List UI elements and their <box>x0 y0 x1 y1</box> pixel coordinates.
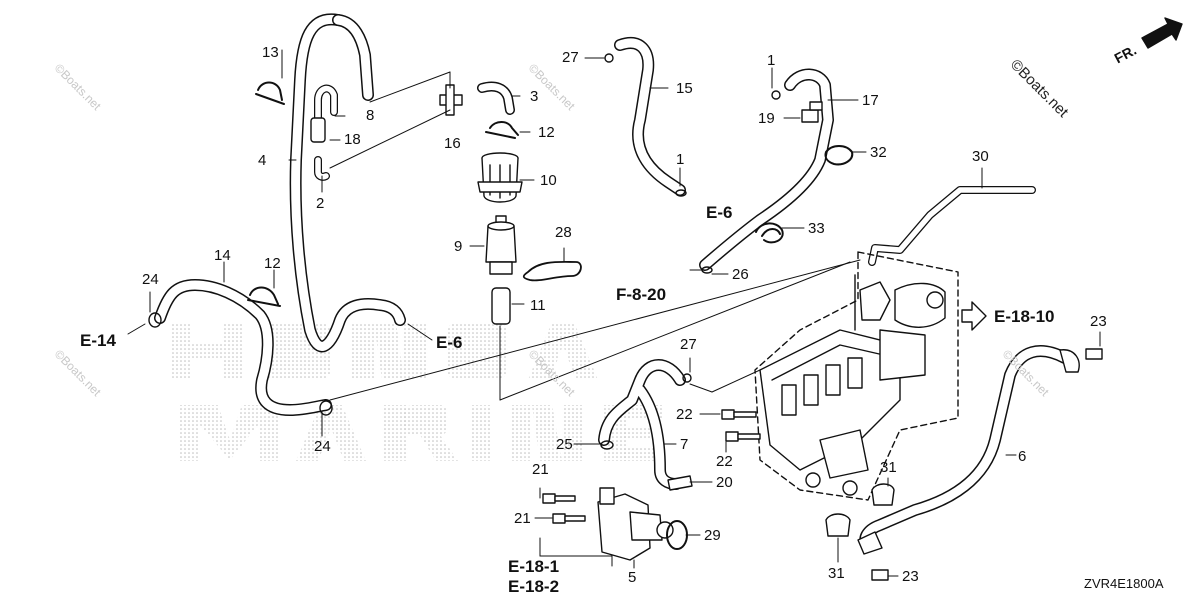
label-part-12-lower: 12 <box>264 255 281 272</box>
label-part-25: 25 <box>556 436 573 453</box>
background-honda-marine-logo <box>170 322 664 461</box>
vapor-separator-assembly <box>759 274 946 496</box>
label-part-27-upper: 27 <box>562 49 579 66</box>
label-part-23-upper: 23 <box>1090 313 1107 330</box>
ref-f-8-20[interactable]: F-8-20 <box>616 285 667 304</box>
bolt-part-21-lower <box>552 513 586 524</box>
clamp-part-13 <box>255 81 285 105</box>
label-part-4: 4 <box>258 152 267 169</box>
joint-part-19 <box>801 101 823 123</box>
label-part-31-right: 31 <box>880 459 897 476</box>
fuel-filter-part-9 <box>485 215 517 275</box>
clamp-part-24-lower <box>319 400 333 416</box>
fitting-part-6-top <box>1059 349 1080 373</box>
clamp-part-12-upper <box>485 121 519 139</box>
grommet-part-31-lower <box>825 513 851 537</box>
label-part-8: 8 <box>366 107 375 124</box>
bolt-part-23-upper <box>1085 348 1103 360</box>
label-part-14: 14 <box>214 247 231 264</box>
label-part-1-upper: 1 <box>767 52 776 69</box>
label-part-28: 28 <box>555 224 572 241</box>
label-part-1-mid: 1 <box>676 151 685 168</box>
leader-lines <box>127 49 1101 577</box>
fitting-part-6-bottom <box>857 531 883 555</box>
label-part-20: 20 <box>716 474 733 491</box>
ref-e-18-1[interactable]: E-18-1 <box>508 557 560 576</box>
label-part-29: 29 <box>704 527 721 544</box>
bolt-part-22-lower <box>725 431 761 442</box>
label-part-5: 5 <box>628 569 637 586</box>
label-part-24-lower: 24 <box>314 438 331 455</box>
clamp-part-12-lower <box>247 286 281 307</box>
label-part-12-upper: 12 <box>538 124 555 141</box>
ref-e-14[interactable]: E-14 <box>80 331 116 350</box>
label-part-26: 26 <box>732 266 749 283</box>
label-part-21-upper: 21 <box>532 461 549 478</box>
label-part-7: 7 <box>680 436 689 453</box>
label-part-19: 19 <box>758 110 775 127</box>
bolt-part-22-upper <box>721 409 757 420</box>
ref-e-6-upper[interactable]: E-6 <box>706 203 733 222</box>
label-part-17: 17 <box>862 92 879 109</box>
label-part-27-lower: 27 <box>680 336 697 353</box>
spring-clip-part-33 <box>755 222 784 244</box>
gasket-part-28 <box>522 260 582 282</box>
grommet-part-31-right <box>871 483 895 506</box>
label-part-11: 11 <box>530 297 546 314</box>
clamp-part-27-lower <box>682 373 692 383</box>
label-part-13: 13 <box>262 44 279 61</box>
t-joint-part-16 <box>439 84 463 116</box>
clamp-part-25 <box>600 440 614 450</box>
label-part-23-lower: 23 <box>902 568 919 585</box>
clamp-part-27-upper <box>604 53 614 63</box>
direction-arrow-e-18-10 <box>961 301 987 331</box>
ref-e-6-lower[interactable]: E-6 <box>436 333 463 352</box>
label-part-30: 30 <box>972 148 989 165</box>
label-part-24-left: 24 <box>142 271 159 288</box>
label-part-2: 2 <box>316 195 325 212</box>
label-part-18: 18 <box>344 131 361 148</box>
label-part-32: 32 <box>870 144 887 161</box>
label-part-3: 3 <box>530 88 539 105</box>
label-part-10: 10 <box>540 172 557 189</box>
label-part-21-lower: 21 <box>514 510 531 527</box>
label-part-33: 33 <box>808 220 825 237</box>
ref-e-18-2[interactable]: E-18-2 <box>508 577 560 596</box>
assembly-dashed-outline <box>754 251 959 501</box>
filter-part-18 <box>310 117 326 143</box>
label-part-22-lower: 22 <box>716 453 733 470</box>
tube-part-11 <box>491 287 511 325</box>
front-arrow-icon <box>1141 17 1183 49</box>
diagram-code: ZVR4E1800A <box>1084 576 1164 591</box>
bolt-part-23-lower <box>871 569 889 581</box>
fuel-pump-part-5 <box>597 487 674 561</box>
clip-part-20 <box>667 475 693 491</box>
bolt-part-21-upper <box>542 493 576 504</box>
clamp-part-24-left <box>148 312 162 328</box>
filter-cup-part-10 <box>477 152 523 203</box>
clip-part-1-mid <box>675 189 687 197</box>
label-part-15: 15 <box>676 80 693 97</box>
label-part-9: 9 <box>454 238 463 255</box>
ref-e-18-10[interactable]: E-18-10 <box>994 307 1055 326</box>
label-part-31-lower: 31 <box>828 565 845 582</box>
clip-part-1-upper <box>771 90 781 100</box>
label-part-6: 6 <box>1018 448 1027 465</box>
label-part-22-upper: 22 <box>676 406 693 423</box>
label-part-16: 16 <box>444 135 461 152</box>
clamp-part-32 <box>824 145 854 166</box>
hose-part-4 <box>289 13 406 353</box>
